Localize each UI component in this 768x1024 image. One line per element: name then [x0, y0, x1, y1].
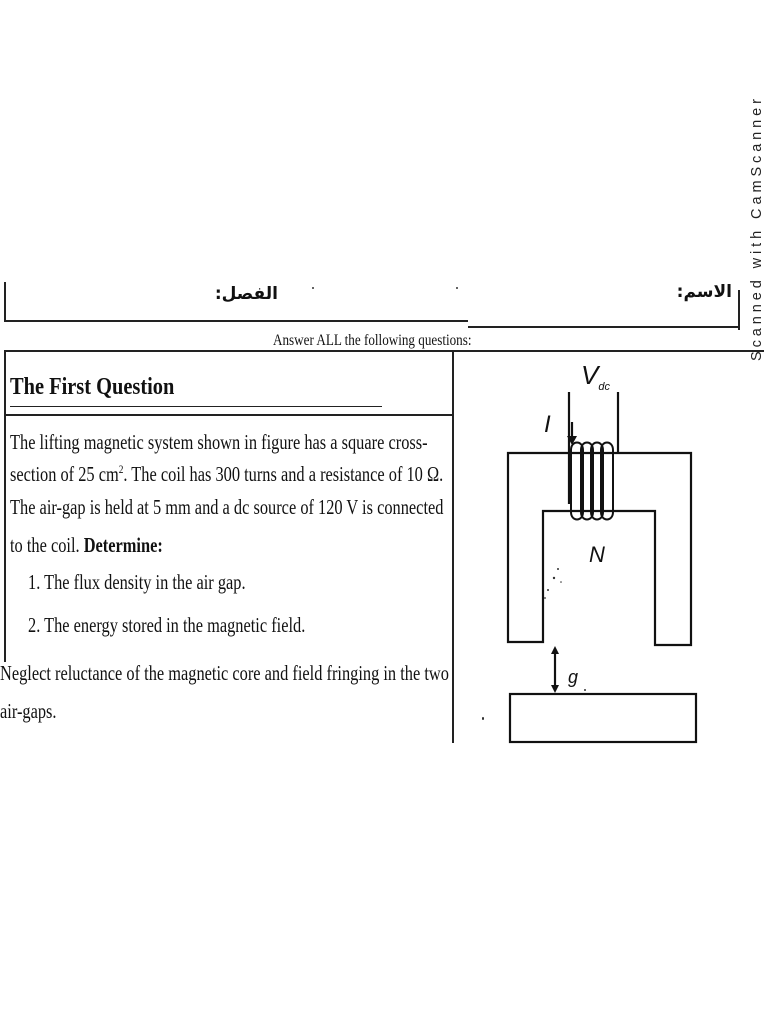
line2-suffix: . The coil has 300 turns and a resistanc… — [123, 462, 444, 486]
name-label: الاسم: — [676, 282, 732, 302]
watermark-text: Scanned with CamScanner — [749, 99, 765, 361]
item-1: 1. The flux density in the air gap. — [28, 570, 246, 594]
table-divider — [452, 350, 454, 743]
title-underline — [10, 406, 382, 407]
header-bottom-rule — [4, 320, 468, 322]
table-left-border — [4, 350, 6, 662]
note-line-2: air-gaps. — [0, 699, 57, 723]
armature-bar — [508, 692, 698, 744]
scan-speck — [456, 287, 458, 289]
header-right-border — [738, 290, 740, 330]
question-line-4: to the coil. Determine: — [10, 535, 163, 556]
scan-specks — [544, 568, 586, 691]
gap-label: g — [568, 667, 578, 687]
scan-speck — [482, 717, 484, 720]
turns-label: N — [589, 542, 605, 567]
coil — [570, 441, 614, 521]
class-label: الفصل: — [214, 284, 278, 304]
instruction-text: Answer ALL the following questions: — [273, 332, 472, 349]
header-bottom-rule-right — [468, 326, 739, 328]
camscanner-watermark: Scanned with CamScanner — [746, 96, 766, 366]
scan-speck — [312, 287, 314, 289]
line4-prefix: to the coil. — [10, 533, 84, 557]
note-line-1: Neglect reluctance of the magnetic core … — [0, 661, 449, 685]
question-line-2: section of 25 cm2. The coil has 300 turn… — [10, 463, 443, 485]
gap-arrowhead-bottom — [551, 685, 559, 693]
determine-label: Determine: — [83, 533, 163, 557]
item-2: 2. The energy stored in the magnetic fie… — [28, 613, 306, 637]
current-arrowhead — [567, 436, 577, 445]
vdc-label: Vdc — [581, 360, 610, 393]
question-line-3: The air-gap is held at 5 mm and a dc sou… — [10, 495, 444, 519]
current-label: I — [544, 411, 551, 438]
title-rule — [4, 414, 452, 416]
question-title: The First Question — [10, 374, 175, 400]
line2-prefix: section of 25 cm — [10, 462, 119, 486]
table-top-rule — [4, 350, 764, 352]
header-left-border — [4, 282, 6, 320]
question-line-1: The lifting magnetic system shown in fig… — [10, 430, 428, 454]
gap-arrowhead-top — [551, 646, 559, 654]
line2-superscript: 2 — [118, 462, 124, 476]
magnetic-system-figure: Vdc I N g — [506, 360, 698, 744]
